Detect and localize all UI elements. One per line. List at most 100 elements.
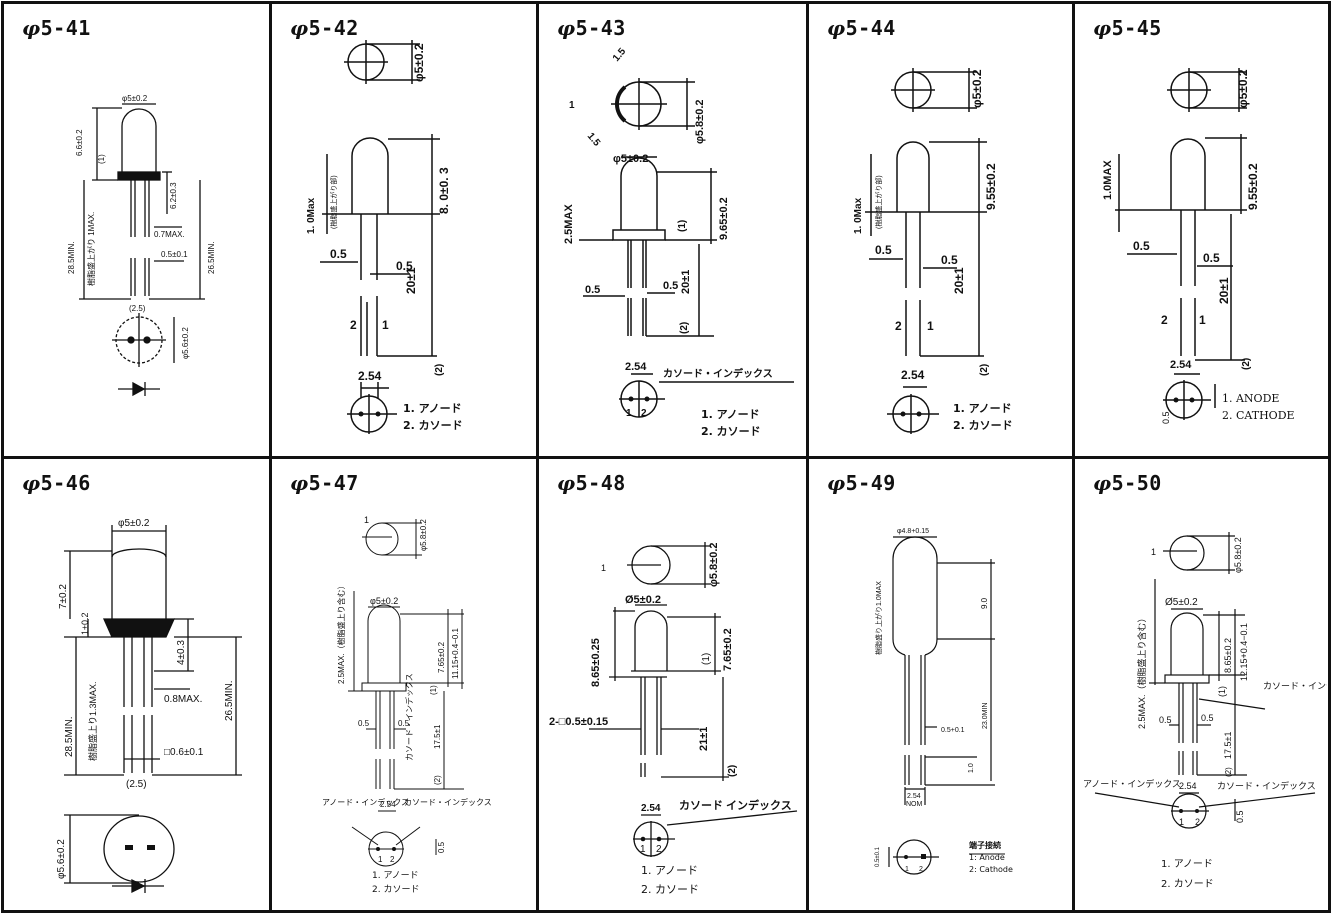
pin-legend: 端子接続 1: Anode 2: Cathode (969, 840, 1013, 876)
dim-flange-diameter: φ5.8±0.2 (419, 519, 428, 551)
cell-title: φ5-50 (1093, 471, 1162, 495)
pin-legend: 1. アノード 2. カソード (1161, 855, 1214, 895)
pin-label: 1 (927, 319, 934, 333)
dim-h2: 6.2±0.3 (169, 182, 178, 209)
dim-w1: 0.5 (1133, 239, 1150, 253)
dim-resin-max: 1. 0Max (853, 197, 864, 234)
dim-lead-size: 2-□0.5±0.15 (549, 716, 608, 728)
dim-lead-length: 28.5MIN. (64, 716, 75, 757)
dim-pin: (2) (1241, 358, 1252, 370)
dim-offset: 0.5±0.1 (875, 846, 881, 867)
legend-item: 2. カソード (372, 885, 420, 895)
legend-item: 2. CATHODE (1222, 409, 1295, 422)
dim-pitch: 2.54 (358, 369, 382, 383)
dim-body-height: 6.6±0.2 (75, 129, 84, 156)
pin-label: 1 (905, 866, 909, 873)
pin-legend: 1. アノード 2. カソード (403, 400, 463, 434)
cell-5-42: φ5-42 (272, 4, 536, 456)
dim-diameter: φ5±0.2 (118, 518, 150, 529)
dim-resin-max: 1. 0Max (306, 197, 317, 234)
dim-d1: (1) (701, 653, 712, 665)
dim-resin-max: 2.5MAX (563, 204, 575, 244)
dim-flange: 1±0.2 (80, 613, 90, 635)
dim-pitch: 2.54 (380, 800, 396, 809)
dim-d1: (1) (97, 154, 106, 164)
dim-lead-size: 0.5+0.1 (941, 727, 965, 734)
dim-w2: 0.5 (941, 253, 958, 267)
pin-label: 2 (656, 844, 662, 855)
dim-diameter: φ4.8+0.15 (897, 528, 929, 535)
dim-one: 1 (364, 515, 369, 525)
pin-label: 2 (919, 866, 923, 873)
dim-lead-length: 20±1 (404, 267, 418, 294)
cathode-index-label: カソード・インデックス (404, 797, 492, 807)
cell-title: φ5-46 (22, 471, 91, 495)
dim-resin-max: 2.5MAX.（樹脂盛上り含む） (336, 581, 346, 684)
dim-lead-length: 17.5±1 (1223, 732, 1233, 759)
dim-pitch: (2.5) (129, 304, 146, 313)
dim-offset: 0.5 (1235, 810, 1245, 823)
cell-5-48: φ5-48 (539, 459, 806, 911)
dim-offset: 0.5 (1161, 411, 1171, 424)
legend-item: 2. カソード (641, 883, 699, 896)
led-outline-drawing: 1 φ5.8±0.2 φ5±0.2 2.5MAX.（樹脂盛上り含む） 7.65±… (322, 515, 492, 867)
dim-pin: (2) (1224, 767, 1233, 777)
dim-w1: 0.5 (358, 719, 370, 728)
pin-label: 2 (1161, 313, 1168, 327)
legend-item: 2. カソード (403, 419, 463, 432)
cathode-index-label: カソード・インデックス (663, 367, 773, 380)
dim-resin: 樹脂盛上がり 1MAX. (86, 212, 96, 286)
legend-item: 1. ANODE (1222, 392, 1280, 405)
dim-pin: (2) (434, 364, 445, 376)
dim-flange-diameter: φ5.6±0.2 (56, 839, 67, 879)
legend-item: 1. アノード (1161, 859, 1213, 870)
dim-one: 1 (601, 563, 606, 573)
cell-title: φ5-44 (827, 16, 896, 40)
legend-item: 2. カソード (701, 425, 761, 438)
dim-diameter: φ5±0.2 (412, 43, 426, 82)
dim-diameter: φ5±0.2 (970, 69, 984, 108)
dim-pitch: 2.54 (907, 793, 921, 800)
dim-body-height: 9.0 (980, 597, 989, 609)
cell-5-50: φ5-50 (1075, 459, 1327, 911)
dim-body-height: 7±0.2 (58, 584, 69, 609)
dim-total: 12.15+0.4−0.1 (1239, 623, 1249, 681)
cell-title: φ5-47 (290, 471, 359, 495)
dim-body-height: 8. 0±0. 3 (437, 167, 451, 214)
anode-index-label: アノード・インデックス (322, 797, 409, 807)
dim-lead-length: 28.5MIN. (67, 242, 76, 274)
dim-w2: 0.5 (1201, 713, 1214, 723)
dim-lead-size: □0.6±0.1 (164, 747, 204, 758)
dim-offset: 0.5 (437, 841, 446, 853)
dim-pitch: 2.54 (1170, 359, 1192, 371)
dim-body-height: 9.65±0.2 (718, 197, 730, 240)
cell-5-41: φ5-41 (4, 4, 269, 456)
dim-diameter: φ5±0.2 (122, 94, 148, 103)
dim-lead-length: 20±1 (1217, 277, 1231, 304)
dim-diameter: φ5±0.2 (1236, 69, 1250, 108)
pin-legend: 1. アノード 2. カソード (372, 869, 419, 897)
dim-body-total: 8.65±0.25 (590, 638, 602, 687)
led-outline-drawing: 1 φ5.8±0.2 Ø5±0.2 8.65±0.25 (1) 7.65±0.2… (549, 542, 798, 857)
dim-lead2: 26.5MIN. (224, 680, 235, 721)
dim-flange-diameter: φ5.8±0.2 (694, 100, 706, 145)
cathode-index-label: カソード・インデックス (404, 673, 414, 761)
dim-h2: 4±0.3 (176, 640, 187, 665)
dim-pin: (2) (727, 765, 738, 777)
pin-legend: 1. ANODE 2. CATHODE (1222, 390, 1295, 424)
dim-w2: 0.5 (1203, 251, 1220, 265)
led-outline-drawing: φ5±0.2 6.6±0.2 (1) 6.2±0.3 28.5MIN. 樹脂盛上… (67, 94, 216, 397)
dim-w2: 0.5 (396, 259, 413, 273)
cathode-index-label: カソード・インデックス (1217, 780, 1316, 791)
dim-resin-note: (樹脂盛上がり部) (329, 175, 338, 229)
cathode-index-label: カソード インデックス (679, 798, 792, 812)
dim-d1: (1) (1217, 686, 1227, 697)
dim-lead-size: 0.5±0.1 (161, 250, 188, 259)
cell-5-46: φ5-46 (4, 459, 269, 911)
legend-item: 1. アノード (403, 402, 462, 415)
dim-lead-length: 20±1 (952, 267, 966, 294)
cell-title: φ5-42 (290, 16, 359, 40)
legend-item: 1: Anode (969, 853, 1005, 862)
dim-body-height: 9.55±0.2 (1246, 163, 1260, 210)
dim-resin-max: 2.5MAX.（樹脂盛上り含む） (1136, 613, 1147, 729)
